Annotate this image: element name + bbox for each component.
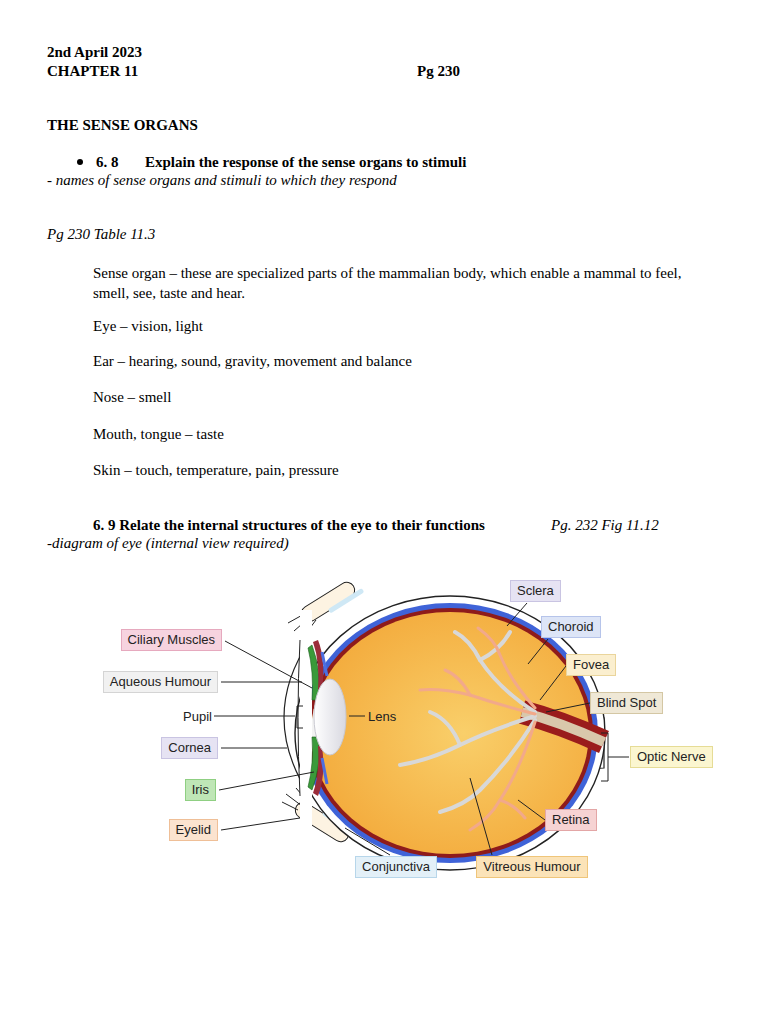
blind-spot-label: Blind Spot: [590, 692, 663, 714]
pupil-bracket: [297, 706, 303, 728]
part-name: Aqueous Humour: [110, 674, 211, 689]
list-item: Skin – touch, temperature, pain, pressur…: [93, 461, 339, 479]
part-name: Iris: [192, 782, 209, 797]
part-label: Lens: [368, 708, 396, 726]
ciliary-muscles-label: Ciliary Muscles: [121, 629, 222, 651]
part-name: Sclera: [517, 583, 554, 598]
aqueous-humour-label: Aqueous Humour: [103, 671, 218, 693]
list-item: Nose – smell: [93, 388, 171, 406]
part-name: Fovea: [573, 657, 609, 672]
eyelid-label: Eyelid: [169, 819, 218, 841]
part-name: Eyelid: [176, 822, 211, 837]
objective-number: 6. 8: [96, 153, 119, 171]
part-name: Optic Nerve: [637, 749, 706, 764]
objective-text: 6. 9 Relate the internal structures of t…: [93, 516, 485, 534]
definition-paragraph: Sense organ – these are specialized part…: [93, 263, 713, 303]
optic-nerve-label: Optic Nerve: [630, 746, 713, 768]
choroid-label: Choroid: [541, 616, 601, 638]
bullet: [77, 159, 83, 165]
conjunctiva-label: Conjunctiva: [355, 856, 437, 878]
part-name: Cornea: [168, 740, 211, 755]
part-name: Conjunctiva: [362, 859, 430, 874]
figure-reference: Pg. 232 Fig 11.12: [551, 516, 659, 534]
lens-shape: [314, 679, 346, 755]
fovea-label: Fovea: [566, 654, 616, 676]
page-heading: THE SENSE ORGANS: [47, 116, 198, 134]
list-item: Eye – vision, light: [93, 317, 203, 335]
part-name: Choroid: [548, 619, 594, 634]
cornea-label: Cornea: [161, 737, 218, 759]
list-item: Mouth, tongue – taste: [93, 425, 224, 443]
date: 2nd April 2023: [47, 43, 142, 61]
part-name: Vitreous Humour: [483, 859, 580, 874]
iris-label: Iris: [185, 779, 216, 801]
part-name: Ciliary Muscles: [128, 632, 215, 647]
objective-text: Explain the response of the sense organs…: [145, 153, 466, 171]
blood-vessels: [400, 628, 535, 830]
objective-note: - names of sense organs and stimuli to w…: [47, 171, 397, 189]
front-chamber: [300, 610, 312, 830]
aqueous-humour: [300, 600, 316, 860]
vitreous-humour-label: Vitreous Humour: [476, 856, 587, 878]
sclera-layer: [295, 596, 605, 870]
leader-lines: [214, 603, 629, 855]
chapter-heading: CHAPTER 11: [47, 62, 138, 80]
optic-nerve-bracket: [601, 733, 608, 781]
part-label: Pupil: [183, 708, 212, 726]
objective-note: -diagram of eye (internal view required): [47, 534, 289, 552]
retina-label: Retina: [545, 809, 597, 831]
page-number: Pg 230: [417, 62, 460, 80]
list-item: Ear – hearing, sound, gravity, movement …: [93, 352, 412, 370]
part-name: Retina: [552, 812, 590, 827]
sclera-label: Sclera: [510, 580, 561, 602]
part-name: Blind Spot: [597, 695, 656, 710]
page-reference: Pg 230 Table 11.3: [47, 225, 155, 243]
